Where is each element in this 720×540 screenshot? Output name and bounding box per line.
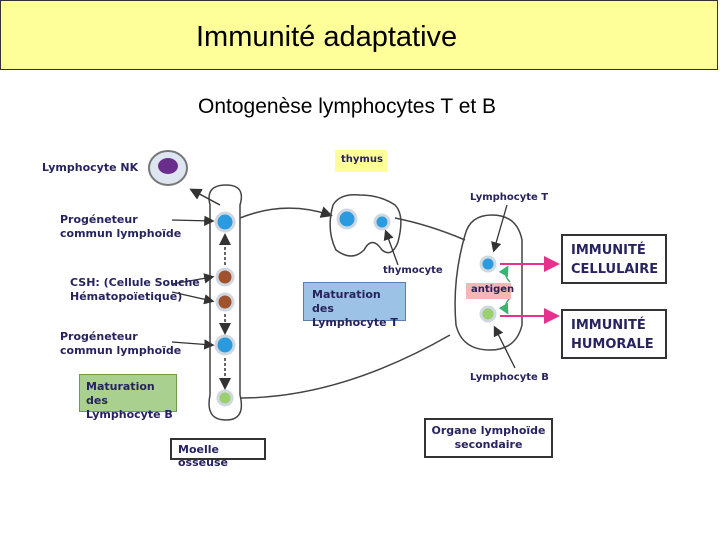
progenitor-cell-bottom — [214, 334, 236, 356]
antigen-label: antigen — [466, 283, 514, 299]
connector-top — [239, 206, 333, 219]
humoral-immunity-line2: HUMORALE — [571, 337, 654, 352]
lymphoT-label: Lymphocyte T — [470, 192, 549, 203]
progenitor-cell-top — [214, 211, 236, 233]
hsc-cell-1 — [215, 267, 235, 287]
thymus-label: thymus — [335, 150, 387, 172]
maturation-t-box: Maturation des Lymphocyte T — [303, 282, 406, 329]
bone-outline — [208, 184, 243, 421]
maturation-b-line2: Lymphocyte B — [86, 408, 173, 421]
humoral-immunity-line1: IMMUNITÉ — [571, 318, 646, 333]
antigen-arrow-down — [498, 297, 511, 315]
humoral-immunity-box: IMMUNITÉ HUMORALE — [561, 309, 667, 359]
label-progenitor-2-line1: Progéneteur — [60, 330, 138, 343]
page-subtitle: Ontogenèse lymphocytes T et B — [198, 95, 497, 118]
cellular-immunity-box: IMMUNITÉ CELLULAIRE — [561, 234, 667, 284]
thymus-cell-1 — [336, 208, 358, 230]
arrow-prog-to-nk — [189, 188, 221, 206]
pointer-lymphoB — [493, 325, 516, 369]
label-csh: CSH: (Cellule Souche Hématopoïetique) — [70, 276, 200, 304]
maturation-t-line2: Lymphocyte T — [312, 316, 398, 329]
thymus-cell-2 — [373, 213, 391, 231]
label-progenitor-2: Progéneteur commun lymphoïde — [60, 330, 181, 358]
antigen-arrow-up — [498, 265, 511, 283]
cellular-immunity-line1: IMMUNITÉ — [571, 243, 646, 258]
maturation-b-line1: Maturation des — [86, 380, 155, 407]
nk-cell-nucleus — [158, 158, 178, 174]
secondary-organ-line1: Organe lymphoïde — [431, 424, 546, 437]
label-progenitor-1: Progéneteur commun lymphoïde — [60, 213, 181, 241]
pointer-csh1 — [171, 273, 215, 285]
b-precursor-cell — [216, 389, 234, 407]
cellular-immunity-line2: CELLULAIRE — [571, 262, 659, 277]
t-lymphocyte-cell — [479, 255, 497, 273]
b-lymphocyte-cell — [479, 305, 497, 323]
label-progenitor-1-line2: commun lymphoïde — [60, 227, 182, 240]
title-bar: Immunité adaptative — [0, 0, 718, 70]
label-nk: Lymphocyte NK — [42, 161, 139, 174]
pointer-csh2 — [171, 291, 215, 305]
label-progenitor-2-line2: commun lymphoïde — [60, 344, 182, 357]
pointer-prog1 — [171, 215, 215, 227]
hsc-cell-2 — [215, 292, 235, 312]
label-progenitor-1-line1: Progéneteur — [60, 213, 138, 226]
page-title: Immunité adaptative — [196, 21, 458, 53]
maturation-b-box: Maturation des Lymphocyte B — [79, 374, 177, 421]
secondary-organ-shape — [454, 214, 523, 351]
connector-thymus — [394, 217, 466, 241]
label-csh-line2: Hématopoïetique) — [70, 290, 183, 303]
pointer-thymocyte — [383, 229, 399, 266]
pointer-lymphoT — [491, 204, 508, 253]
lymphoB-label: Lymphocyte B — [470, 372, 549, 383]
maturation-t-line1: Maturation des — [312, 288, 381, 315]
pointer-prog2 — [171, 339, 215, 350]
secondary-organ-box: Organe lymphoïde secondaire — [424, 418, 553, 458]
connector-bottom — [239, 334, 451, 399]
thymocyte-label: thymocyte — [383, 265, 443, 276]
bone-marrow-box: Moelle osseuse — [170, 438, 266, 469]
thymus-shape — [329, 193, 402, 257]
label-csh-line1: CSH: (Cellule Souche — [70, 276, 200, 289]
secondary-organ-line2: secondaire — [454, 438, 523, 451]
